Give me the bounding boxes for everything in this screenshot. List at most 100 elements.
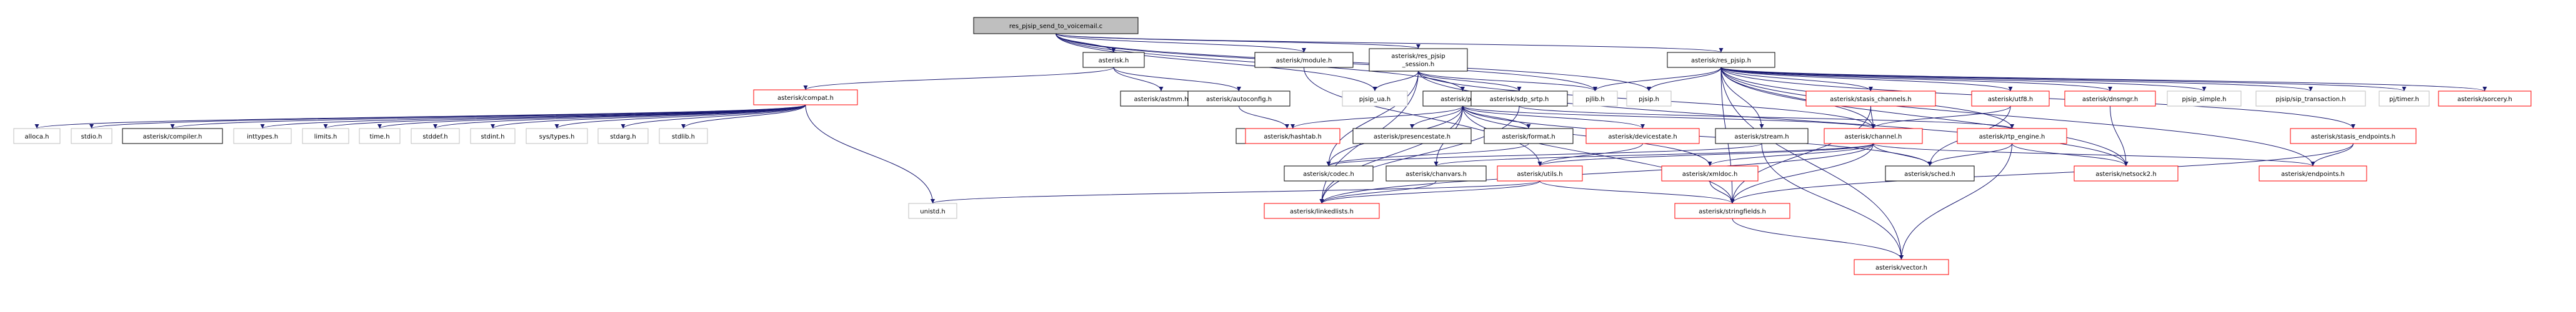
graph-node-box[interactable] xyxy=(1854,259,1949,275)
graph-node-box[interactable] xyxy=(973,17,1139,34)
graph-node-box[interactable] xyxy=(1805,90,1936,107)
graph-node-box[interactable] xyxy=(1284,165,1374,182)
graph-node[interactable]: asterisk/devicestate.h xyxy=(1585,128,1700,144)
graph-node-box[interactable] xyxy=(470,128,516,144)
include-edge xyxy=(377,104,806,129)
graph-node-box[interactable] xyxy=(411,128,460,144)
graph-node[interactable]: asterisk/sdp_srtp.h xyxy=(1470,90,1568,107)
graph-node[interactable]: asterisk/compiler.h xyxy=(122,128,223,144)
graph-node-box[interactable] xyxy=(2074,165,2179,182)
graph-node-box[interactable] xyxy=(1245,128,1340,144)
graph-node-box[interactable] xyxy=(1957,128,2067,144)
include-edge xyxy=(1326,71,1419,167)
node-label: time.h xyxy=(369,134,389,140)
graph-node-box[interactable] xyxy=(1674,203,1790,219)
graph-node[interactable]: limits.h xyxy=(302,128,349,144)
graph-node[interactable]: res_pjsip_send_to_voicemail.c xyxy=(973,17,1139,34)
graph-node-box[interactable] xyxy=(1385,165,1487,182)
graph-node-box[interactable] xyxy=(1369,48,1468,72)
graph-node[interactable]: asterisk/stasis_endpoints.h xyxy=(2290,128,2417,144)
graph-node[interactable]: unistd.h xyxy=(908,203,957,219)
graph-node[interactable]: pjsip/sip_transaction.h xyxy=(2255,90,2366,107)
graph-node-box[interactable] xyxy=(1264,203,1380,219)
graph-node[interactable]: asterisk/res_pjsip.h xyxy=(1667,52,1775,68)
graph-node-box[interactable] xyxy=(1470,90,1568,107)
graph-node-box[interactable] xyxy=(302,128,349,144)
graph-node-box[interactable] xyxy=(233,128,292,144)
graph-node[interactable]: pjsip.h xyxy=(1626,90,1672,107)
graph-node[interactable]: asterisk/endpoints.h xyxy=(2259,165,2367,182)
graph-node[interactable]: sys/types.h xyxy=(526,128,588,144)
graph-node[interactable]: asterisk.h xyxy=(1082,52,1145,68)
graph-node-box[interactable] xyxy=(2438,90,2532,107)
graph-node-box[interactable] xyxy=(1572,90,1618,107)
graph-node-box[interactable] xyxy=(908,203,957,219)
graph-node[interactable]: asterisk/stasis_channels.h xyxy=(1805,90,1936,107)
graph-node[interactable]: asterisk/stream.h xyxy=(1715,128,1809,144)
graph-node-box[interactable] xyxy=(1715,128,1809,144)
graph-node-box[interactable] xyxy=(2379,90,2430,107)
graph-node[interactable]: asterisk/format.h xyxy=(1484,128,1574,144)
graph-node[interactable]: stdlib.h xyxy=(659,128,708,144)
include-edge xyxy=(1519,105,2014,129)
graph-node[interactable]: asterisk/vector.h xyxy=(1854,259,1949,275)
graph-node[interactable]: stddef.h xyxy=(411,128,460,144)
graph-node[interactable]: asterisk/channel.h xyxy=(1824,128,1923,144)
graph-node[interactable]: asterisk/xmldoc.h xyxy=(1661,165,1759,182)
graph-node[interactable]: asterisk/stringfields.h xyxy=(1674,203,1790,219)
graph-node[interactable]: asterisk/presencestate.h xyxy=(1352,128,1472,144)
graph-node-box[interactable] xyxy=(1667,52,1775,68)
graph-node-box[interactable] xyxy=(1626,90,1672,107)
graph-node-box[interactable] xyxy=(753,89,858,105)
graph-node-box[interactable] xyxy=(1352,128,1472,144)
graph-node-box[interactable] xyxy=(2255,90,2366,107)
graph-node[interactable]: time.h xyxy=(359,128,401,144)
graph-node-box[interactable] xyxy=(1187,90,1290,107)
graph-node-box[interactable] xyxy=(1254,52,1354,68)
graph-node-box[interactable] xyxy=(2064,90,2156,107)
graph-node[interactable]: asterisk/hashtab.h xyxy=(1245,128,1340,144)
graph-node[interactable]: asterisk/chanvars.h xyxy=(1385,165,1487,182)
graph-node-box[interactable] xyxy=(597,128,649,144)
graph-node[interactable]: stdint.h xyxy=(470,128,516,144)
graph-node-box[interactable] xyxy=(1497,165,1583,182)
graph-node[interactable]: asterisk/res_pjsip_session.h xyxy=(1369,48,1468,72)
graph-node[interactable]: pjlib.h xyxy=(1572,90,1618,107)
graph-node-box[interactable] xyxy=(1661,165,1759,182)
graph-node[interactable]: stdarg.h xyxy=(597,128,649,144)
graph-node-box[interactable] xyxy=(122,128,223,144)
graph-node-box[interactable] xyxy=(71,128,112,144)
graph-node-box[interactable] xyxy=(359,128,401,144)
graph-node-box[interactable] xyxy=(1885,165,1975,182)
graph-node-box[interactable] xyxy=(1971,90,2050,107)
graph-node[interactable]: asterisk/sorcery.h xyxy=(2438,90,2532,107)
graph-node[interactable]: asterisk/autoconfig.h xyxy=(1187,90,1290,107)
graph-node-box[interactable] xyxy=(659,128,708,144)
graph-node[interactable]: asterisk/compat.h xyxy=(753,89,858,105)
graph-node[interactable]: asterisk/linkedlists.h xyxy=(1264,203,1380,219)
graph-node[interactable]: asterisk/utf8.h xyxy=(1971,90,2050,107)
graph-node-box[interactable] xyxy=(1484,128,1574,144)
graph-node[interactable]: inttypes.h xyxy=(233,128,292,144)
graph-node-box[interactable] xyxy=(2167,90,2242,107)
graph-node[interactable]: alloca.h xyxy=(13,128,61,144)
graph-node-box[interactable] xyxy=(1082,52,1145,68)
graph-node[interactable]: asterisk/dnsmgr.h xyxy=(2064,90,2156,107)
graph-node-box[interactable] xyxy=(2259,165,2367,182)
graph-node[interactable]: pjsip_ua.h xyxy=(1342,90,1408,107)
graph-node-box[interactable] xyxy=(526,128,588,144)
graph-node-box[interactable] xyxy=(2290,128,2417,144)
graph-node[interactable]: pj/timer.h xyxy=(2379,90,2430,107)
graph-node-box[interactable] xyxy=(13,128,61,144)
graph-node[interactable]: asterisk/module.h xyxy=(1254,52,1354,68)
graph-node[interactable]: pjsip_simple.h xyxy=(2167,90,2242,107)
graph-node-box[interactable] xyxy=(1824,128,1923,144)
graph-node[interactable]: stdio.h xyxy=(71,128,112,144)
graph-node[interactable]: asterisk/utils.h xyxy=(1497,165,1583,182)
graph-node[interactable]: asterisk/sched.h xyxy=(1885,165,1975,182)
graph-node[interactable]: asterisk/rtp_engine.h xyxy=(1957,128,2067,144)
graph-node[interactable]: asterisk/codec.h xyxy=(1284,165,1374,182)
graph-node-box[interactable] xyxy=(1585,128,1700,144)
graph-node[interactable]: asterisk/netsock2.h xyxy=(2074,165,2179,182)
graph-node-box[interactable] xyxy=(1342,90,1408,107)
